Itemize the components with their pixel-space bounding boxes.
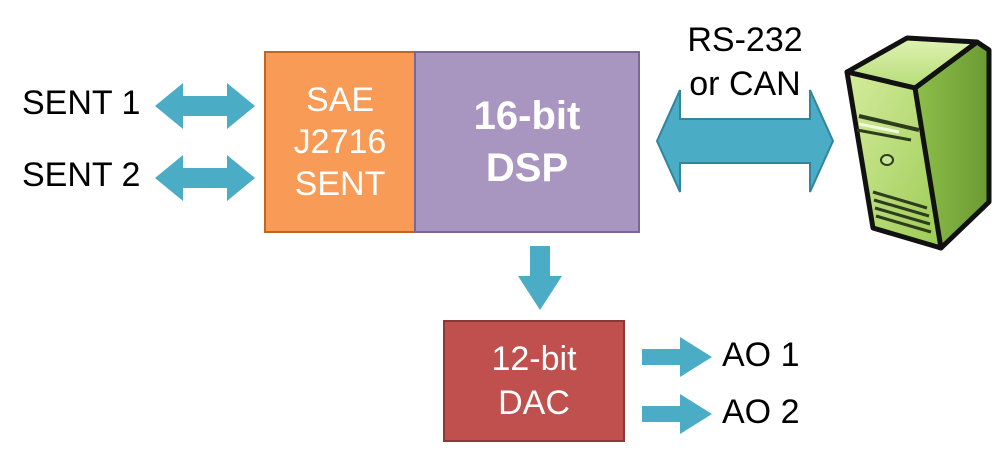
dac-block-line-2: DAC	[498, 384, 570, 422]
link-label: RS-232 or CAN	[680, 18, 810, 106]
ao-1-label: AO 1	[722, 336, 800, 374]
ao-1-arrow	[642, 337, 712, 377]
dsp-block-line-1: 16-bit	[473, 94, 581, 138]
sent-1-double-arrow	[155, 83, 255, 129]
sent-block-line-2: J2716	[293, 123, 387, 161]
link-label-line-1: RS-232	[687, 21, 803, 59]
dac-block: 12-bit DAC	[443, 320, 625, 442]
sent-2-label: SENT 2	[22, 156, 141, 194]
dsp-block: 16-bit DSP	[414, 51, 640, 233]
sent-1-label: SENT 1	[22, 84, 141, 122]
ao-2-arrow	[642, 394, 712, 434]
link-label-line-2: or CAN	[689, 65, 801, 103]
dsp-block-line-2: DSP	[485, 146, 569, 190]
dac-block-line-1: 12-bit	[491, 340, 577, 378]
sent-block-line-1: SAE	[305, 81, 375, 119]
ao-2-label: AO 2	[722, 393, 800, 431]
dsp-to-dac-arrow	[518, 246, 562, 310]
sent-2-double-arrow	[155, 155, 255, 201]
sent-block-line-3: SENT	[294, 165, 386, 203]
dsp-computer-double-arrow	[655, 89, 835, 193]
computer-tower-icon	[844, 35, 992, 251]
sent-interface-block: SAE J2716 SENT	[264, 51, 416, 233]
